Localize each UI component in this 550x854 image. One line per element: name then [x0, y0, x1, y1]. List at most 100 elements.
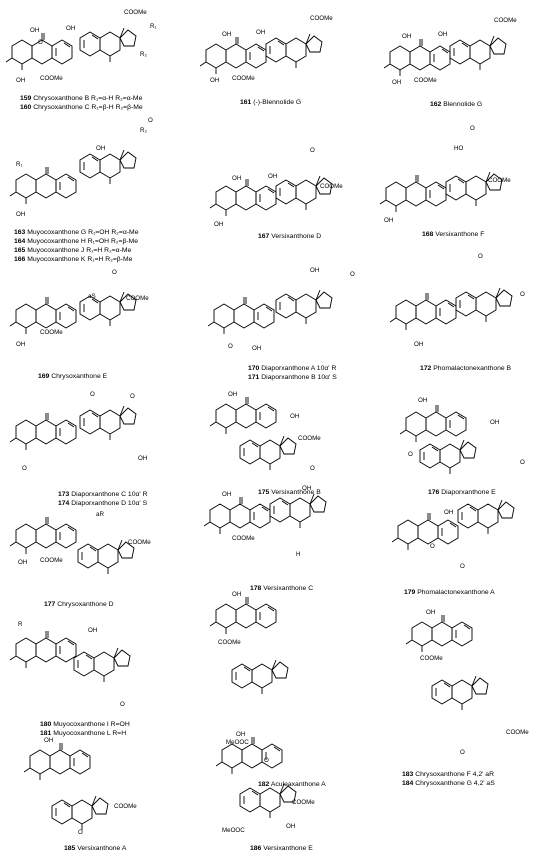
structure-185: OH COOMe O	[23, 737, 137, 836]
atom-oh: OH	[16, 341, 25, 348]
atom-r1: R₁	[150, 23, 157, 30]
atom-coome: COOMe	[232, 535, 255, 542]
caption-160: 160 Chrysoxanthone C R₁=β-H R₂=β-Me	[20, 104, 143, 111]
atom-o: O	[148, 117, 153, 124]
atom-o: O	[460, 563, 465, 570]
caption-166: 166 Muyocoxanthone K R₁=H R₂=β-Me	[14, 256, 133, 263]
atom-oh: OH	[392, 79, 401, 86]
atom-oh: OH	[232, 591, 241, 598]
structure-168: HO COOMe O OH	[379, 125, 511, 224]
structure-178: OH OH H COOMe	[203, 485, 327, 558]
atom-o: O	[130, 393, 135, 400]
caption-172: 172 Phomalactonexanthone B	[420, 365, 512, 372]
structure-172: O O OH	[389, 253, 525, 348]
structure-179: OH O O	[391, 499, 515, 570]
atom-oh: OH	[236, 731, 245, 738]
atom-oh: OH	[290, 413, 299, 420]
atom-h: H	[296, 551, 300, 558]
atom-o: O	[90, 391, 95, 398]
atom-coome: COOMe	[420, 655, 443, 662]
atom-coome: COOMe	[414, 77, 437, 84]
atom-r2: R₂	[140, 127, 147, 134]
atom-oh: OH	[310, 267, 319, 274]
atom-o: O	[408, 451, 413, 458]
caption-181: 181 Muyocoxanthone L R=H	[40, 730, 126, 737]
atom-coome: COOMe	[40, 329, 63, 336]
caption-161: 161 (-)-Blennolide G	[240, 99, 301, 106]
atom-ho: HO	[454, 145, 463, 152]
atom-oh: OH	[96, 145, 105, 152]
atom-oh: OH	[138, 455, 147, 462]
atom-coome: COOMe	[218, 639, 241, 646]
atom-o: O	[520, 459, 525, 466]
structure-175: OH OH COOMe O	[209, 391, 321, 472]
caption-178: 178 Versixanthone C	[250, 585, 313, 592]
caption-179: 179 Phomalactonexanthone A	[404, 589, 495, 596]
atom-o: O	[310, 147, 315, 154]
caption-171: 171 Diaporxanthone B 10α' S	[248, 374, 337, 381]
caption-183: 183 Chrysoxanthone F 4,2' aR	[402, 771, 494, 778]
atom-coome: COOMe	[128, 539, 151, 546]
atom-o: O	[38, 39, 43, 46]
caption-180: 180 Muyocoxanthone I R=OH	[40, 721, 130, 728]
atom-oh: OH	[66, 25, 75, 32]
atom-coome: COOMe	[126, 295, 149, 302]
caption-168: 168 Versixanthone F	[422, 231, 484, 238]
caption-159: 159 Chrysoxanthone B R₁=α-H R₂=α-Me	[20, 95, 143, 102]
caption-169: 169 Chrysoxanthone E	[38, 373, 108, 380]
atom-oh: OH	[18, 559, 27, 566]
caption-184: 184 Chrysoxanthone G 4,2' aS	[402, 780, 495, 787]
atom-oh: OH	[214, 221, 223, 228]
atom-oh: OH	[210, 77, 219, 84]
atom-oh: OH	[30, 27, 39, 34]
atom-coome: COOMe	[40, 75, 63, 82]
atom-oh: OH	[286, 823, 295, 830]
atom-oh: OH	[302, 485, 311, 492]
atom-coome: COOMe	[124, 9, 147, 16]
atom-o: O	[112, 269, 117, 276]
atom-oh: OH	[256, 29, 265, 36]
structure-180-181: R OH O	[9, 621, 131, 708]
atom-oh: OH	[384, 217, 393, 224]
atom-o: O	[460, 749, 465, 756]
atom-o: O	[350, 271, 355, 278]
caption-164: 164 Muyocoxanthone H R₁=OH R₂=β-Me	[14, 238, 138, 245]
atom-oh: OH	[252, 345, 261, 352]
atom-coome: COOMe	[40, 557, 63, 564]
atom-o: O	[478, 253, 483, 260]
atom-o: O	[78, 829, 83, 836]
atom-oh: OH	[228, 391, 237, 398]
atom-as: aS	[88, 293, 96, 300]
caption-162: 162 Blennolide G	[430, 101, 482, 108]
atom-coome: COOMe	[310, 15, 333, 22]
caption-167: 167 Versixanthone D	[258, 233, 321, 240]
atom-ar: aR	[96, 511, 104, 518]
atom-r: R	[18, 621, 23, 628]
atom-oh: OH	[438, 31, 447, 38]
atom-coome: COOMe	[114, 803, 137, 810]
atom-o: O	[22, 465, 27, 472]
atom-oh: OH	[426, 609, 435, 616]
atom-coome: COOMe	[292, 799, 315, 806]
atom-oh: OH	[414, 341, 423, 348]
atom-coome: COOMe	[488, 177, 511, 184]
structure-167: OH OH O COOMe OH	[209, 147, 343, 228]
caption-186: 186 Versixanthone E	[250, 845, 313, 852]
caption-174: 174 Diaporxanthone D 10α' S	[58, 500, 148, 507]
structure-182: OH COOMe MeOOC O	[209, 591, 289, 764]
atom-coome: COOMe	[506, 729, 529, 736]
atom-o: O	[228, 343, 233, 350]
atom-oh: OH	[402, 33, 411, 40]
atom-coome: COOMe	[320, 183, 343, 190]
atom-coome: COOMe	[298, 435, 321, 442]
structure-161: OH OH COOMe COOMe OH	[199, 15, 333, 84]
structure-162: OH OH COOMe COOMe OH	[383, 17, 517, 86]
atom-meooc: MeOOC	[222, 827, 245, 834]
structure-159-160: OH OH O COOMe R₁ R₂ COOMe OH	[5, 9, 157, 84]
atom-o: O	[264, 757, 269, 764]
caption-165: 165 Muyocoxanthone J R₁=H R₂=α-Me	[14, 247, 132, 254]
atom-coome: COOMe	[232, 75, 255, 82]
atom-o: O	[310, 465, 315, 472]
structure-176: OH OH O O	[399, 397, 525, 475]
